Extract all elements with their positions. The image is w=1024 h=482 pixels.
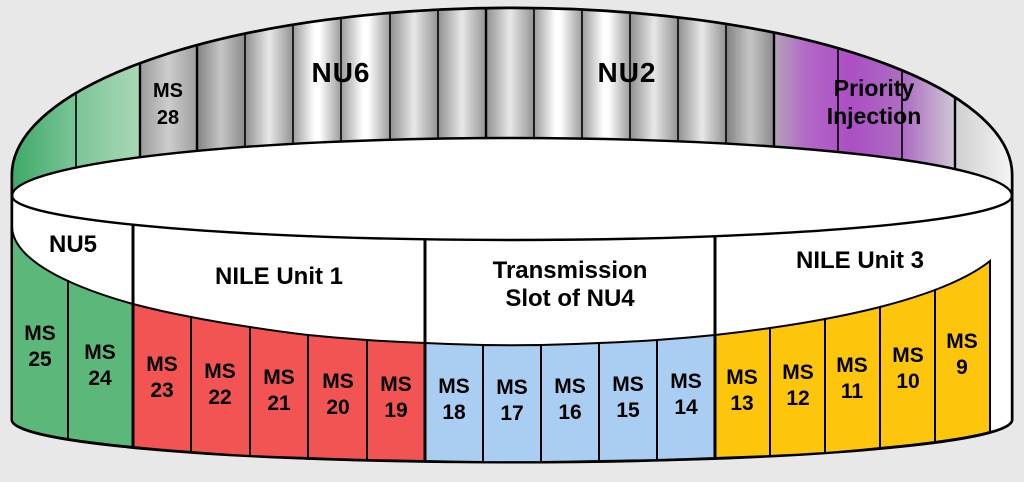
slot-ms9-shape — [934, 258, 991, 444]
ms25-prefix-label: MS — [24, 322, 56, 345]
ms23-prefix-label: MS — [146, 353, 178, 376]
ms21-number-label: 21 — [267, 392, 291, 415]
ms19-number-label: 19 — [384, 399, 407, 422]
ms13-prefix-label: MS — [726, 366, 758, 389]
ms28-number-label: 28 — [157, 107, 179, 129]
ms24-number-label: 24 — [88, 367, 112, 390]
ms12-prefix-label: MS — [782, 361, 814, 384]
nu2-cell-5 — [678, 17, 726, 144]
ms12-number-label: 12 — [786, 387, 809, 410]
transmission-slot-label-line2: Slot of NU4 — [505, 285, 635, 312]
nu5-label: NU5 — [49, 231, 97, 258]
slot-ms24-shape — [67, 279, 134, 449]
transmission-slot-label-line1: Transmission — [493, 257, 648, 284]
nu6-label: NU6 — [311, 57, 370, 88]
nu6-cell-5 — [390, 10, 438, 140]
priority-injection-label-line2: Injection — [827, 103, 922, 129]
ms11-number-label: 11 — [841, 380, 864, 403]
priority-injection-region — [774, 33, 955, 169]
ms17-number-label: 17 — [500, 402, 523, 425]
ms15-prefix-label: MS — [612, 373, 644, 396]
nu6-cell-6 — [438, 8, 486, 139]
slot-ms23-shape — [132, 302, 192, 454]
priority-injection-label-line1: Priority — [834, 75, 915, 101]
ms17-prefix-label: MS — [496, 376, 528, 399]
ms14-number-label: 14 — [674, 396, 698, 419]
nu6-cell-4 — [341, 13, 390, 141]
ms28-prefix-label: MS — [153, 80, 183, 102]
nu2-cell-6 — [726, 24, 774, 147]
back-band-green-cell-2 — [76, 63, 140, 168]
ms18-number-label: 18 — [442, 401, 466, 424]
ms22-number-label: 22 — [208, 386, 231, 409]
ms16-number-label: 16 — [558, 401, 581, 424]
nu2-label: NU2 — [597, 57, 656, 88]
ms9-number-label: 9 — [956, 356, 968, 379]
ms19-prefix-label: MS — [380, 373, 412, 396]
ms22-prefix-label: MS — [204, 360, 236, 383]
ms10-prefix-label: MS — [892, 344, 924, 367]
ms20-prefix-label: MS — [322, 370, 354, 393]
ms20-number-label: 20 — [326, 396, 349, 419]
ms11-prefix-label: MS — [836, 354, 868, 377]
ms24-prefix-label: MS — [84, 341, 116, 364]
ms10-number-label: 10 — [896, 370, 919, 393]
nu6-cell-3 — [293, 18, 341, 144]
nu2-cell-4 — [630, 13, 678, 141]
nu2-cell-1 — [486, 7, 534, 139]
ms14-prefix-label: MS — [670, 370, 702, 393]
ms23-number-label: 23 — [150, 379, 173, 402]
slot-ms10-shape — [879, 288, 936, 450]
back-band-ms28-cell — [140, 45, 197, 157]
ms15-number-label: 15 — [616, 399, 640, 422]
ms16-prefix-label: MS — [554, 375, 586, 398]
ms9-prefix-label: MS — [946, 330, 978, 353]
nu6-cell-2 — [245, 25, 293, 147]
nile-unit-1-label: NILE Unit 1 — [215, 263, 343, 290]
nu2-cell-2 — [534, 8, 582, 139]
ms13-number-label: 13 — [730, 392, 753, 415]
nu2-cell-3 — [582, 10, 630, 140]
ms21-prefix-label: MS — [263, 366, 295, 389]
ms18-prefix-label: MS — [438, 375, 470, 398]
nu6-cell-1 — [197, 34, 245, 151]
nile-unit-3-label: NILE Unit 3 — [796, 247, 924, 274]
ms25-number-label: 25 — [28, 348, 52, 371]
